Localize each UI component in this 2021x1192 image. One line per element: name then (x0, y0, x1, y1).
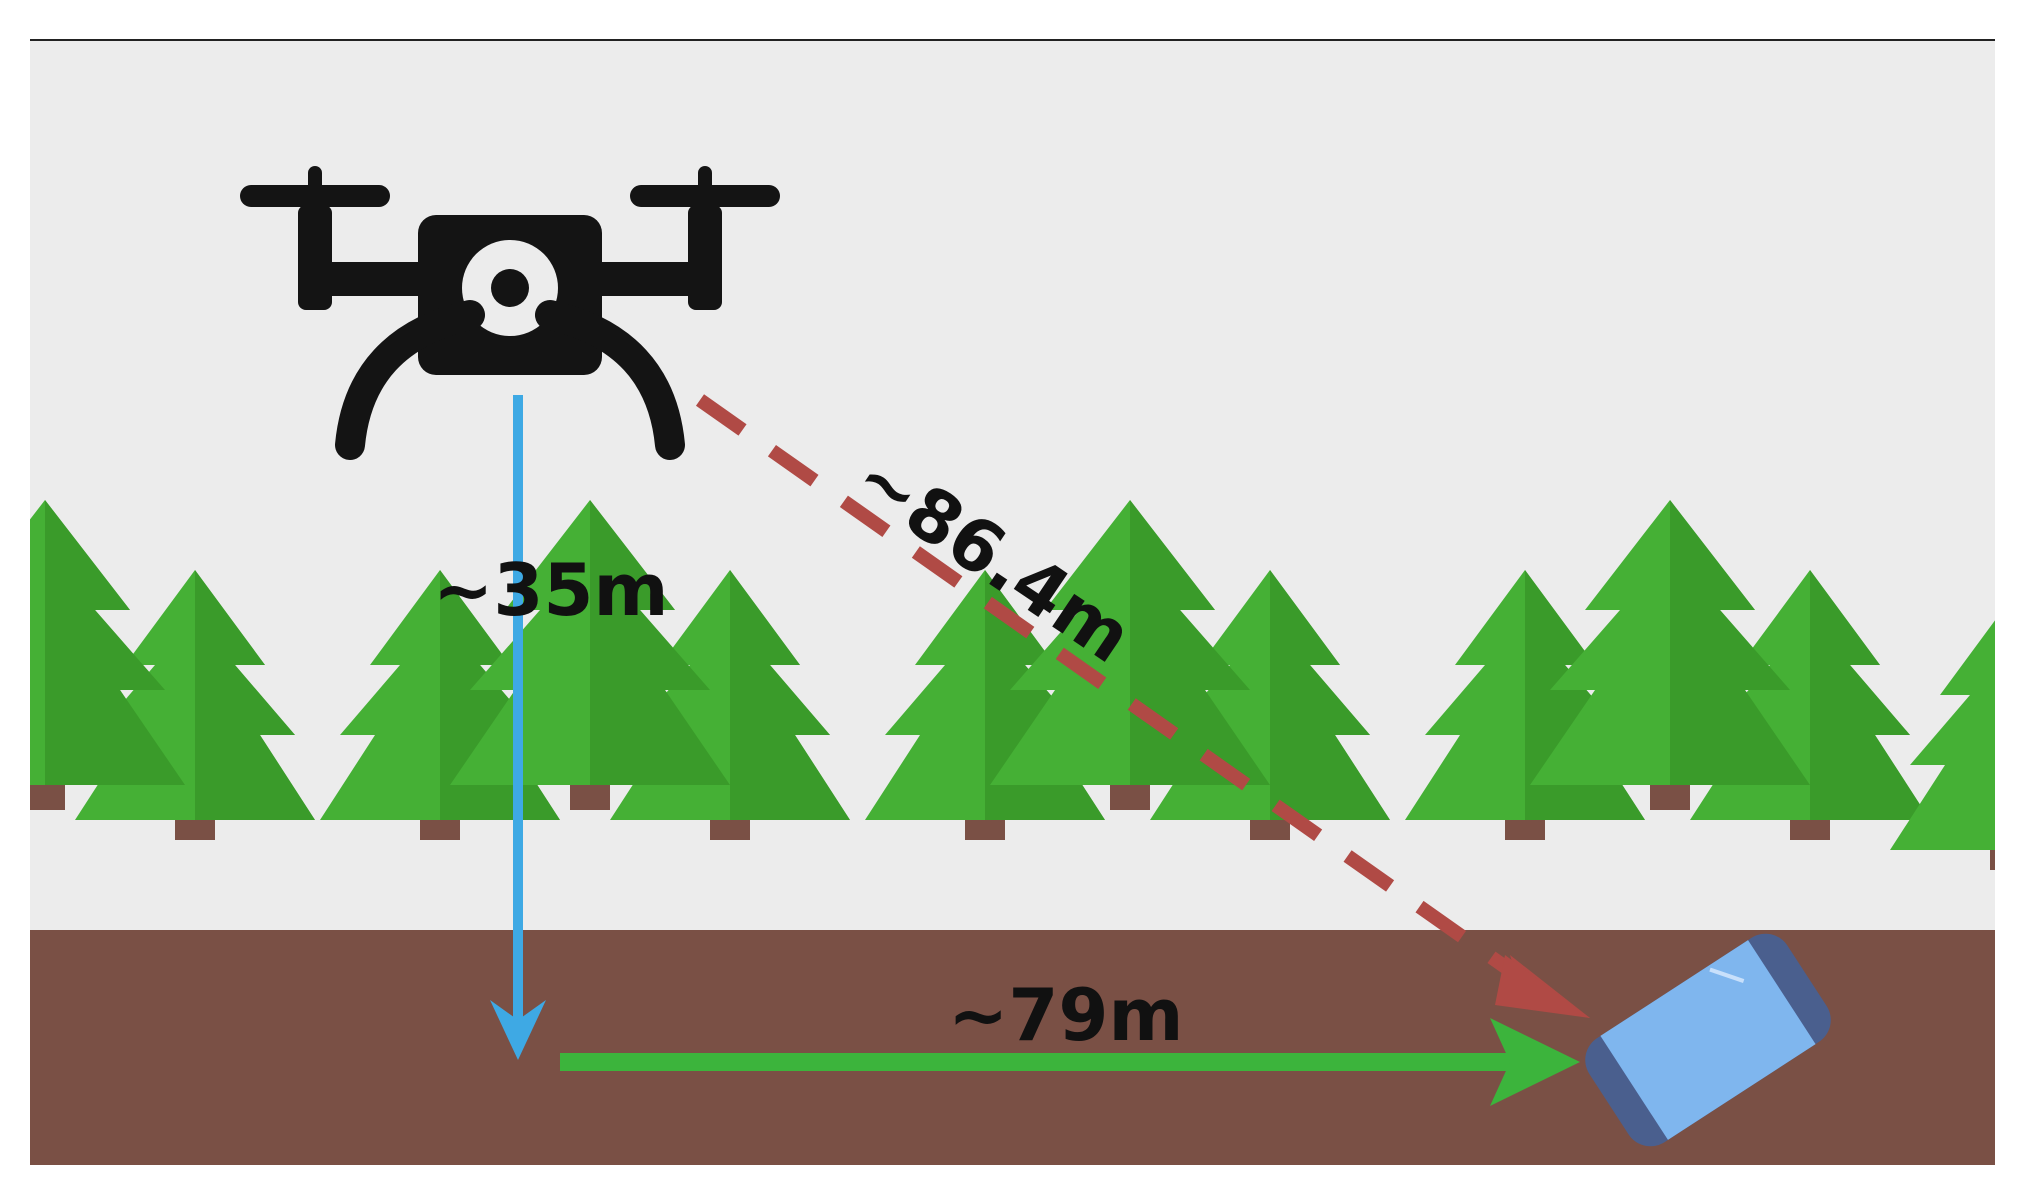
smartphone-icon (1585, 933, 1831, 1147)
horizontal-distance-arrow (560, 1018, 1580, 1106)
vertical-distance-arrow (490, 395, 546, 1060)
drone-icon (240, 166, 780, 460)
diagonal-distance-arrow (695, 394, 1590, 1018)
horizontal-distance-label: ~79m (948, 973, 1184, 1057)
vertical-distance-label: ~35m (433, 548, 669, 632)
ground-edge (30, 925, 1995, 930)
